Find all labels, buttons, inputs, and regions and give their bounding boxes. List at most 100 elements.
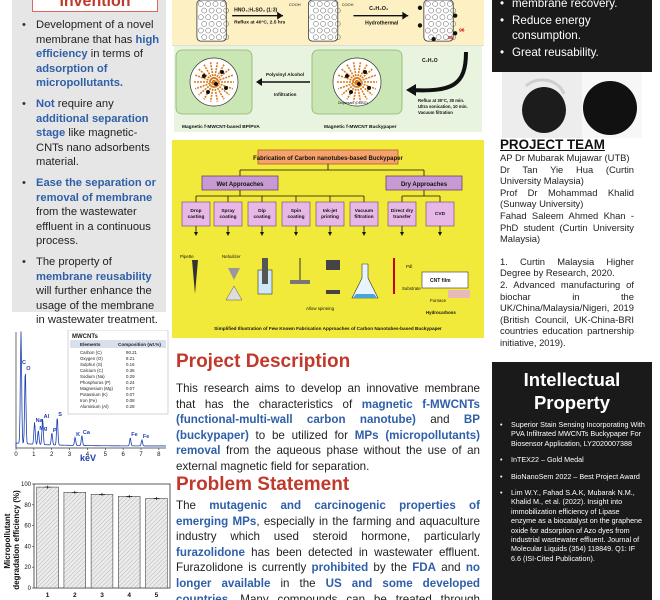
ip-item: Superior Stain Sensing Incorporating Wit…: [500, 420, 646, 448]
y-tick-label: 40: [24, 544, 31, 550]
advantage-item: membrane recovery.: [500, 0, 644, 11]
method-label: Vacuum: [355, 208, 373, 214]
method-label: coating: [287, 214, 304, 220]
problem-title: Problem Statement: [176, 474, 350, 495]
method-box: [315, 201, 345, 227]
nanotube-icon: [423, 0, 454, 42]
peak-label: Fe: [143, 434, 149, 440]
fabrication-caption: Simplified Illustration of Few Known Fab…: [214, 326, 442, 331]
synthesis-scheme: HNO₃:H₂SO₄ (1:3) Reflux at 40°C, 2.5 hrs…: [172, 0, 484, 46]
method-label: Dip: [258, 208, 266, 214]
x-tick-label: 1: [46, 592, 50, 599]
spectrum-col-composition: Composition (wt.%): [118, 342, 161, 347]
bar: [36, 486, 59, 589]
advantage-item: Great reusability.: [500, 45, 644, 60]
table-cell: 0.08: [126, 398, 135, 403]
pdi-label: Pdl: [406, 264, 412, 269]
method-box: [247, 201, 277, 227]
ip-item: BioNanoSem 2022 – Best Project Award: [500, 472, 646, 482]
grant-item: 1. Curtin Malaysia Higher Degree by Rese…: [500, 255, 634, 279]
y-tick-label: 0: [28, 586, 32, 592]
problem-text: The mutagenic and carcinogenic propertie…: [176, 499, 481, 600]
y-tick-label: 80: [24, 503, 31, 509]
bar: [145, 498, 168, 589]
advantage-item: Reduce energy consumption.: [500, 13, 644, 43]
table-cell: Carbon (C): [80, 350, 102, 355]
table-cell: Calcium (C): [80, 368, 104, 373]
table-cell: Magnesium (Mg): [80, 386, 113, 391]
y-tick-label: 20: [24, 565, 31, 571]
advantages-list: membrane recovery. Reduce energy consump…: [492, 0, 652, 60]
table-cell: Aluminium (Al): [80, 404, 109, 409]
method-label: Spin: [291, 208, 301, 214]
equipment-illustrations: Pipette Nebulizer Allow spinning Pdl CNT…: [180, 254, 470, 315]
peak-label: Ca: [83, 430, 91, 436]
method-label: coating: [219, 214, 236, 220]
nebulizer-label: Nebulizer: [222, 254, 241, 259]
scheme-number: 96: [459, 27, 465, 33]
degradation-bar-chart: Micropollutant degradation efficiency (%…: [3, 482, 171, 599]
table-cell: 0.24: [126, 380, 135, 385]
method-box: [181, 201, 211, 227]
team-member: AP Dr Mubarak Mujawar (UTB): [500, 152, 630, 163]
team-member: Dr Tan Yie Hua (Curtin University Malays…: [500, 163, 634, 187]
bar: [118, 496, 141, 589]
pva-label: Polyvinyl Alcohol: [266, 72, 304, 77]
advantages-panel: membrane recovery. Reduce energy consump…: [492, 0, 652, 72]
method-box: [281, 201, 311, 227]
nanotube-icon: [308, 0, 339, 42]
invention-panel: Invention Development of a novel membran…: [12, 0, 166, 326]
buckypaper-scheme: Polyvinyl Alcohol Infiltration Dispersan…: [174, 46, 482, 132]
y-tick-label: 100: [21, 482, 32, 488]
peak-label: Al: [44, 414, 50, 420]
buckypaper-label: Magnetic f-MWCNT Buckypaper: [324, 124, 397, 130]
x-tick-label: 8: [157, 452, 161, 458]
spectrum-trace: [15, 331, 167, 448]
invention-item: Development of a novel membrane that has…: [22, 18, 160, 91]
table-cell: Phosphorus (P): [80, 380, 111, 385]
peak-label: K: [76, 432, 80, 438]
bar: [90, 494, 114, 589]
peak-label: O: [26, 366, 31, 372]
cooh-label: COOH: [342, 2, 354, 7]
spectrum-table-title: MWCNTs: [72, 334, 99, 340]
x-tick-label: 2: [73, 592, 77, 599]
table-cell: Sulphur (S): [80, 362, 103, 367]
table-cell: 0.07: [126, 386, 135, 391]
peak-label: Fe: [131, 432, 137, 438]
table-cell: 0.07: [126, 392, 135, 397]
x-tick-label: 3: [68, 452, 72, 458]
table-cell: Sodium (Na): [80, 374, 105, 379]
nanotube-icon: [196, 0, 227, 42]
ip-list: Superior Stain Sensing Incorporating Wit…: [500, 420, 646, 570]
peak-label: C: [22, 360, 26, 366]
team-member: Prof Dr Mohammad Khalid (Sunway Universi…: [500, 186, 634, 210]
table-cell: Iron (Fe): [80, 398, 97, 403]
hydrocarbons-label: Hydrocarbons: [426, 310, 456, 315]
ip-item: InTEX22 – Gold Medal: [500, 455, 646, 465]
peak-label: Mg: [39, 426, 47, 432]
table-cell: 0.28: [126, 404, 135, 409]
method-label: Ink-jet: [323, 208, 338, 214]
ip-panel: Intellectual Property Superior Stain Sen…: [492, 362, 652, 600]
method-label: filtration: [354, 214, 373, 220]
description-text: This research aims to develop an innovat…: [176, 382, 481, 473]
allow-spinning-label: Allow spinning: [306, 306, 335, 311]
description-title: Project Description: [176, 351, 351, 372]
reflux-label: Reflux at 30°C, 30 min.: [418, 98, 464, 103]
x-tick-label: 4: [86, 452, 90, 458]
peak-label: P: [53, 428, 57, 434]
x-tick-label: 5: [104, 452, 108, 458]
method-box: [213, 201, 243, 227]
cnt-film-label: CNT film: [430, 278, 451, 284]
furnace-label: Furnace: [430, 298, 447, 303]
dry-approaches: Dry Approaches: [401, 182, 448, 188]
x-tick-label: 0: [14, 452, 18, 458]
table-cell: 8.21: [126, 356, 135, 361]
table-cell: 90.21: [126, 350, 138, 355]
invention-item: The property of membrane reusability wil…: [22, 255, 160, 328]
table-cell: 0.29: [126, 374, 135, 379]
team-member: Fahad Saleem Ahmed Khan - PhD student (C…: [500, 209, 634, 245]
fabrication-title: Fabrication of Carbon nanotubes-based Bu…: [253, 156, 403, 162]
